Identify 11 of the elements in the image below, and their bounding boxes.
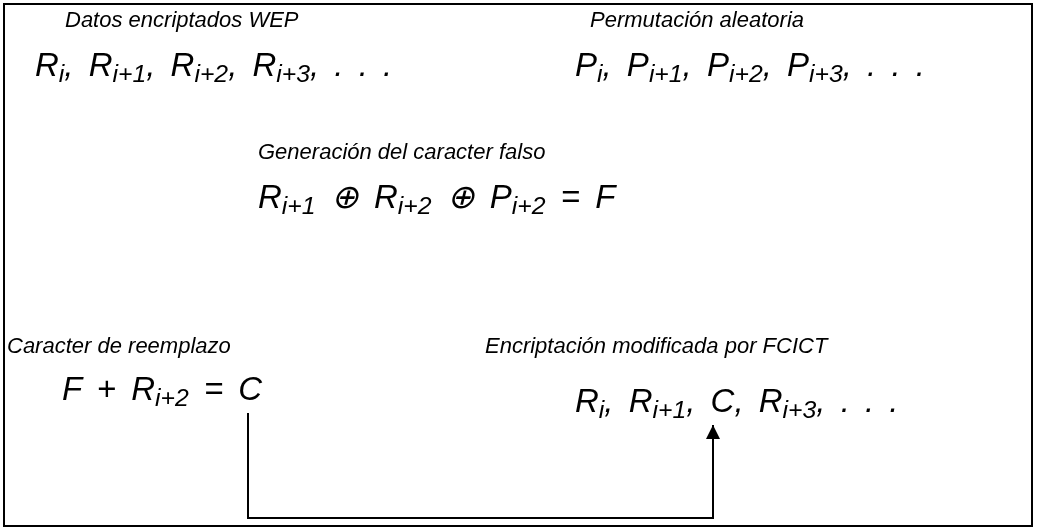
heading-text: Caracter de reemplazo bbox=[7, 332, 231, 360]
heading-text: Datos encriptados WEP bbox=[65, 6, 299, 34]
heading-text: Encriptación modificada por FCICT bbox=[485, 332, 828, 360]
heading-text: Generación del caracter falso bbox=[258, 138, 546, 166]
heading-text: Permutación aleatoria bbox=[590, 6, 804, 34]
arrow bbox=[247, 412, 720, 519]
formula-text: R$_{i}$, R$_{i+1}$, C, R$_{i+3}$, . . . bbox=[575, 380, 899, 422]
formula-text: R$_{i+1}$ ⊕ R$_{i+2}$ ⊕ P$_{i+2}$ = F bbox=[258, 177, 616, 218]
formula-text: P$_{i}$, P$_{i+1}$, P$_{i+2}$, P$_{i+3}$, . . . bbox=[575, 45, 925, 86]
formula-text: R$_{i}$, R$_{i+1}$, R$_{i+2}$, R$_{i+3}$, . . . bbox=[35, 45, 393, 86]
formula-text: F + R$_{i+2}$ = C bbox=[62, 368, 263, 410]
